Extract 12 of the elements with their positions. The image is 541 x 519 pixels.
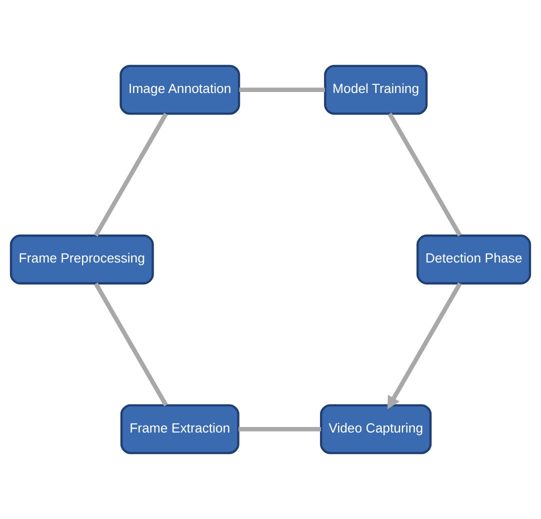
node-box: Image Annotation: [120, 64, 240, 115]
node-box: Video Capturing: [320, 404, 432, 454]
connector: [94, 112, 168, 237]
connector: [388, 112, 462, 236]
node-box: Frame Preprocessing: [10, 234, 154, 284]
connector: [238, 427, 321, 432]
node-box: Frame Extraction: [120, 404, 240, 454]
arrow: [387, 282, 462, 410]
node-box: Detection Phase: [416, 234, 532, 284]
connector: [239, 88, 325, 92]
connector: [94, 282, 168, 406]
node-box: Model Training: [324, 64, 428, 115]
